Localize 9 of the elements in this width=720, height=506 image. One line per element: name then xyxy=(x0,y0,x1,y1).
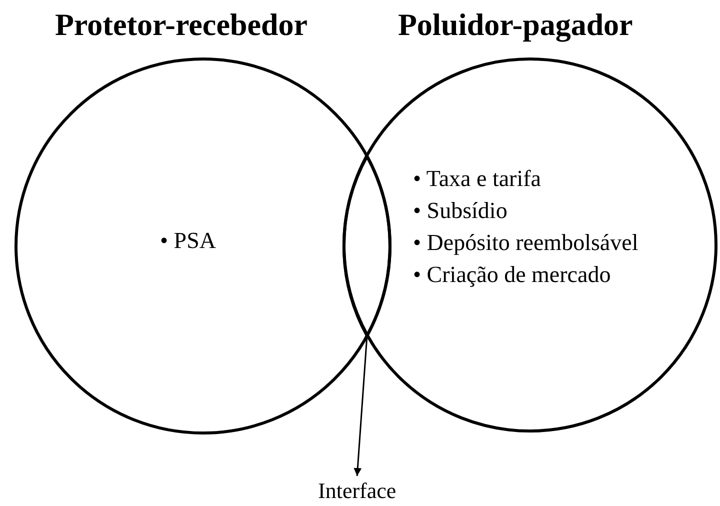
bullet-item: • Depósito reembolsável xyxy=(413,229,638,257)
arrow xyxy=(354,336,368,476)
bullet-item: • Criação de mercado xyxy=(413,261,612,289)
bullet-item: • PSA xyxy=(160,227,216,255)
bullet-item: • Subsídio xyxy=(413,197,508,225)
bullet-item: • Taxa e tarifa xyxy=(413,165,542,193)
circle-heading: Poluidor-pagador xyxy=(398,7,633,43)
interface-label: Interface xyxy=(318,478,396,504)
circle-heading: Protetor-recebedor xyxy=(55,7,308,43)
